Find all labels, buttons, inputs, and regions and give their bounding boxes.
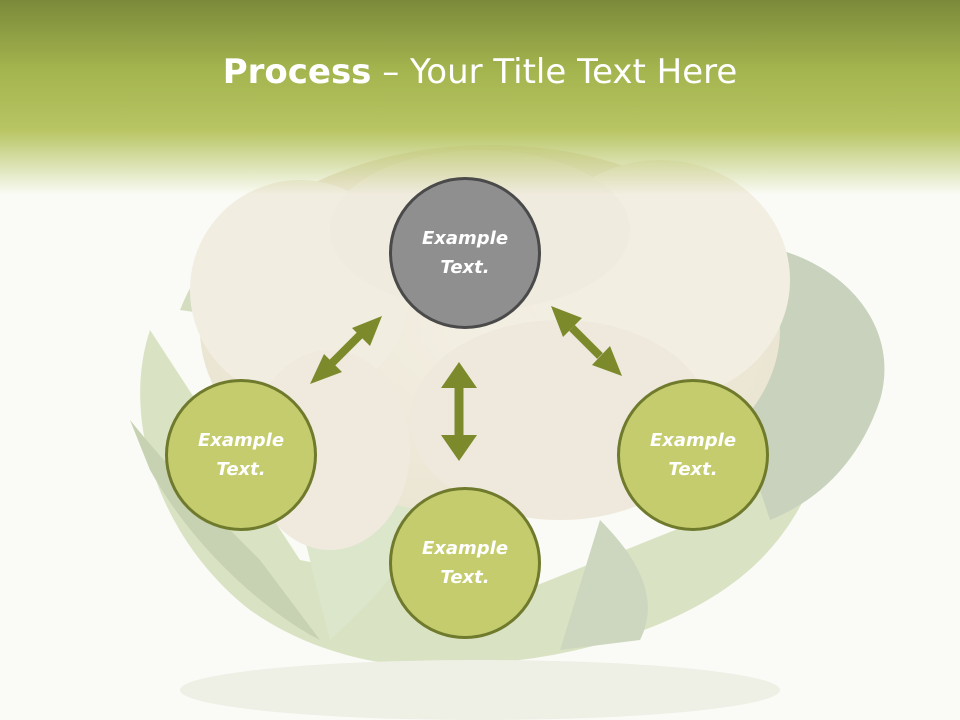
title-rest: – Your Title Text Here [371,52,738,92]
slide-title: Process – Your Title Text Here [0,52,960,92]
node-left-label: Example Text. [197,430,285,480]
node-bottom: Example Text. [389,487,541,639]
arrow-top-left [310,316,382,384]
arrow-top-right [551,306,622,376]
node-top: Example Text. [389,177,541,329]
node-top-label: Example Text. [421,228,509,278]
node-right: Example Text. [617,379,769,531]
node-bottom-label: Example Text. [421,538,509,588]
node-left: Example Text. [165,379,317,531]
node-right-label: Example Text. [649,430,737,480]
title-bold: Process [222,52,372,92]
arrow-vertical [441,362,477,461]
header-band [0,0,960,200]
